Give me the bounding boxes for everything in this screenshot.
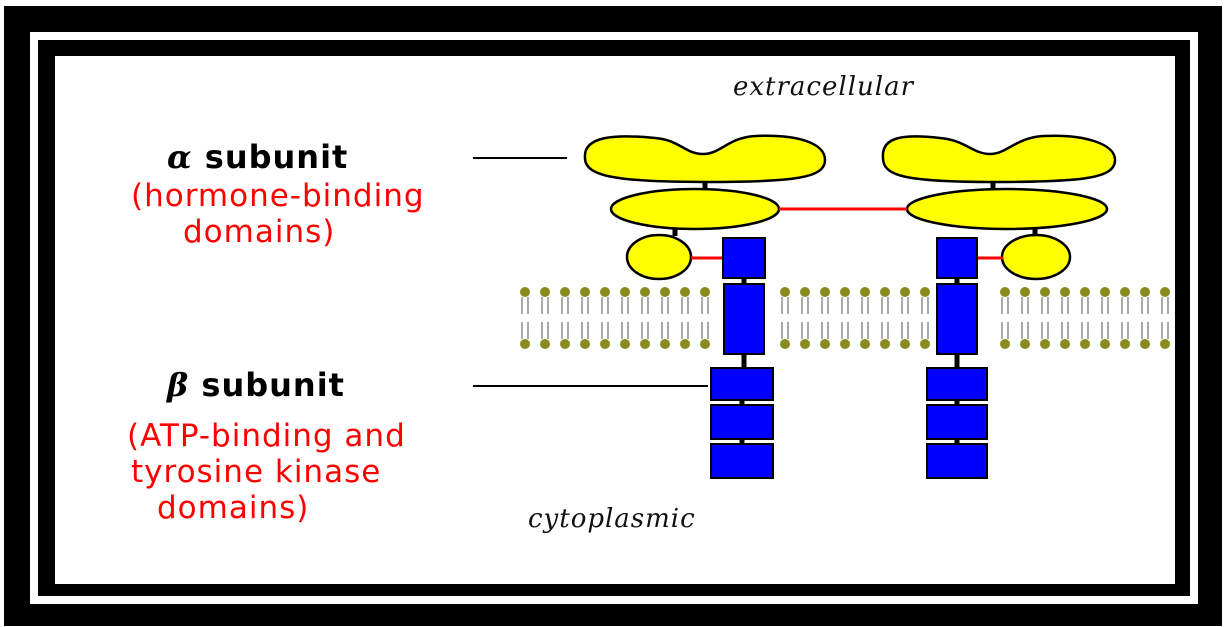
lipid-head [580,339,590,349]
lipid-head [1100,287,1110,297]
lipid-head [600,339,610,349]
lipid-head [520,339,530,349]
beta-description-line-3: domains) [157,490,310,526]
lipid-head [820,339,830,349]
alpha-hormone-domain-left [583,134,827,184]
receptor-diagram [473,134,1170,479]
beta-transmembrane-right [936,283,978,355]
alpha-middle-domain-right [905,187,1109,231]
lipid-head [820,287,830,297]
lipid-head [800,339,810,349]
lipid-head [560,287,570,297]
lipid-head [1060,339,1070,349]
lipid-head [1160,287,1170,297]
beta-kinase-domain-left-3 [710,443,774,479]
lipid-head [540,287,550,297]
beta-description-line-2: tyrosine kinase [131,454,382,490]
alpha-description: (hormone-binding domains) [131,178,425,250]
lipid-head [1060,287,1070,297]
lipid-head [900,339,910,349]
alpha-round-domain-right [1000,233,1072,281]
alpha-hormone-domain-right [881,134,1117,184]
lipid-head [860,339,870,349]
alpha-middle-domain-left [609,187,781,231]
lipid-head [1140,339,1150,349]
beta-kinase-domain-right-1 [926,367,988,401]
lipid-head [680,287,690,297]
lipid-head [920,339,930,349]
beta-kinase-domain-left-2 [710,404,774,440]
lipid-head [700,339,710,349]
lipid-head [840,287,850,297]
lipid-head [700,287,710,297]
lipid-head [560,339,570,349]
lipid-head [1160,339,1170,349]
lipid-head [540,339,550,349]
diagram-canvas: extracellular cytoplasmic α subunit (hor… [55,56,1175,584]
lipid-head [600,287,610,297]
lipid-head [1080,287,1090,297]
beta-ecto-domain-right [936,237,978,279]
lipid-head [780,287,790,297]
beta-ecto-domain-left [722,237,766,279]
lipid-head [1120,287,1130,297]
lipid-head [1020,287,1030,297]
lipid-head [800,287,810,297]
lipid-head [880,287,890,297]
lipid-head [1020,339,1030,349]
cytoplasmic-label: cytoplasmic [528,504,696,534]
alpha-round-domain-left [625,233,693,281]
lipid-head [1080,339,1090,349]
beta-kinase-domain-right-3 [926,443,988,479]
alpha-symbol: α [167,138,193,176]
lipid-head [1000,287,1010,297]
lipid-head [860,287,870,297]
lipid-head [520,287,530,297]
beta-kinase-domain-right-2 [926,404,988,440]
lipid-head [880,339,890,349]
lipid-head [660,339,670,349]
lipid-head [620,339,630,349]
lipid-head [900,287,910,297]
beta-subunit-title: β subunit [167,366,345,404]
lipid-head [580,287,590,297]
beta-subunit-label: subunit [201,366,345,404]
alpha-description-line-2: domains) [183,214,336,250]
lipid-head [1120,339,1130,349]
alpha-description-line-1: (hormone-binding [131,178,425,214]
lipid-head [680,339,690,349]
lipid-head [1100,339,1110,349]
lipid-head [1140,287,1150,297]
lipid-head [640,287,650,297]
lipid-head [1040,339,1050,349]
lipid-head [840,339,850,349]
alpha-subunit-title: α subunit [167,138,348,176]
lipid-head [620,287,630,297]
lipid-head [920,287,930,297]
alpha-subunit-label: subunit [204,138,349,176]
lipid-head [640,339,650,349]
beta-symbol: β [167,366,190,404]
lipid-head [660,287,670,297]
beta-transmembrane-left [723,283,765,355]
beta-description: (ATP-binding and tyrosine kinase domains… [127,418,406,526]
beta-kinase-domain-left-1 [710,367,774,401]
receptor-left [583,134,827,479]
beta-description-line-1: (ATP-binding and [127,418,406,454]
lipid-head [1000,339,1010,349]
lipid-head [1040,287,1050,297]
lipid-head [780,339,790,349]
lipid-bilayer [520,287,1170,349]
receptor-right [881,134,1117,479]
extracellular-label: extracellular [733,72,914,102]
